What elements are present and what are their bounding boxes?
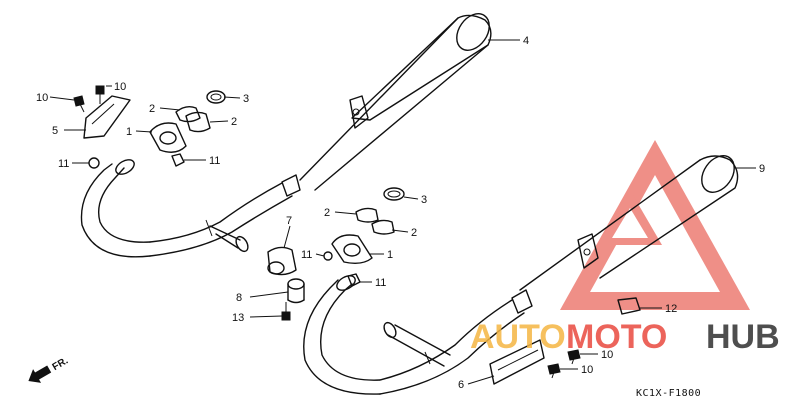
part-2-collar-upper bbox=[175, 105, 211, 133]
part-13-bolt bbox=[281, 302, 291, 321]
callout-12: 12 bbox=[665, 303, 677, 315]
part-10-bolt-lower bbox=[547, 349, 581, 379]
callout-11-d: 11 bbox=[375, 277, 386, 289]
part-5-protector bbox=[83, 95, 131, 139]
callout-1-a: 1 bbox=[126, 126, 132, 138]
front-label: FR. bbox=[51, 355, 71, 373]
callout-13: 13 bbox=[232, 312, 244, 324]
leader-lines bbox=[49, 39, 756, 385]
front-direction-indicator: FR. bbox=[28, 355, 71, 383]
callout-7: 7 bbox=[286, 215, 292, 227]
diagram-code: KC1X-F1800 bbox=[636, 388, 701, 399]
callout-1-b: 1 bbox=[387, 249, 393, 261]
callout-2-d: 2 bbox=[411, 227, 417, 239]
callout-5: 5 bbox=[52, 125, 58, 137]
callout-4: 4 bbox=[523, 35, 529, 47]
watermark-text: AUTO MOTO HUB bbox=[470, 318, 780, 356]
callout-2-b: 2 bbox=[231, 116, 237, 128]
part-7-clamp bbox=[267, 246, 297, 276]
front-arrow-icon bbox=[28, 365, 52, 383]
callout-10-d: 10 bbox=[581, 364, 593, 376]
upper-muffler bbox=[80, 13, 492, 258]
callout-11-c: 11 bbox=[301, 249, 312, 261]
part-1-flange-upper bbox=[149, 122, 187, 153]
part-10-bolt-upper bbox=[73, 85, 105, 113]
callout-10-a: 10 bbox=[36, 92, 48, 104]
callout-9: 9 bbox=[759, 163, 765, 175]
part-8-collar bbox=[287, 278, 305, 304]
part-3-gasket-upper bbox=[206, 90, 226, 104]
part-1-flange-middle bbox=[331, 234, 373, 265]
part-11-nut-left bbox=[88, 157, 100, 169]
part-12-clip bbox=[617, 297, 641, 315]
callout-6: 6 bbox=[458, 379, 464, 391]
callout-10-c: 10 bbox=[601, 349, 613, 361]
callout-11-a: 11 bbox=[58, 158, 69, 170]
part-3-gasket-middle bbox=[383, 187, 405, 201]
callout-numbers: 4 10 10 5 11 2 1 2 3 11 7 8 13 11 2 3 2 … bbox=[36, 35, 765, 391]
lower-muffler bbox=[303, 155, 739, 395]
callout-11-b: 11 bbox=[209, 155, 220, 167]
watermark-hub: HUB bbox=[706, 318, 780, 356]
callout-8: 8 bbox=[236, 292, 242, 304]
part-6-protector bbox=[489, 339, 545, 385]
callout-3-a: 3 bbox=[243, 93, 249, 105]
watermark-logo bbox=[560, 140, 750, 310]
part-11-nut-upper bbox=[171, 153, 185, 167]
watermark-auto: AUTO bbox=[470, 318, 566, 356]
callout-3-b: 3 bbox=[421, 194, 427, 206]
callout-10-b: 10 bbox=[114, 81, 126, 93]
part-11-nut-center bbox=[323, 251, 333, 261]
part-2-collar-middle bbox=[355, 207, 395, 235]
watermark-moto: MOTO bbox=[566, 318, 667, 356]
callout-2-c: 2 bbox=[324, 207, 330, 219]
callout-2-a: 2 bbox=[149, 103, 155, 115]
